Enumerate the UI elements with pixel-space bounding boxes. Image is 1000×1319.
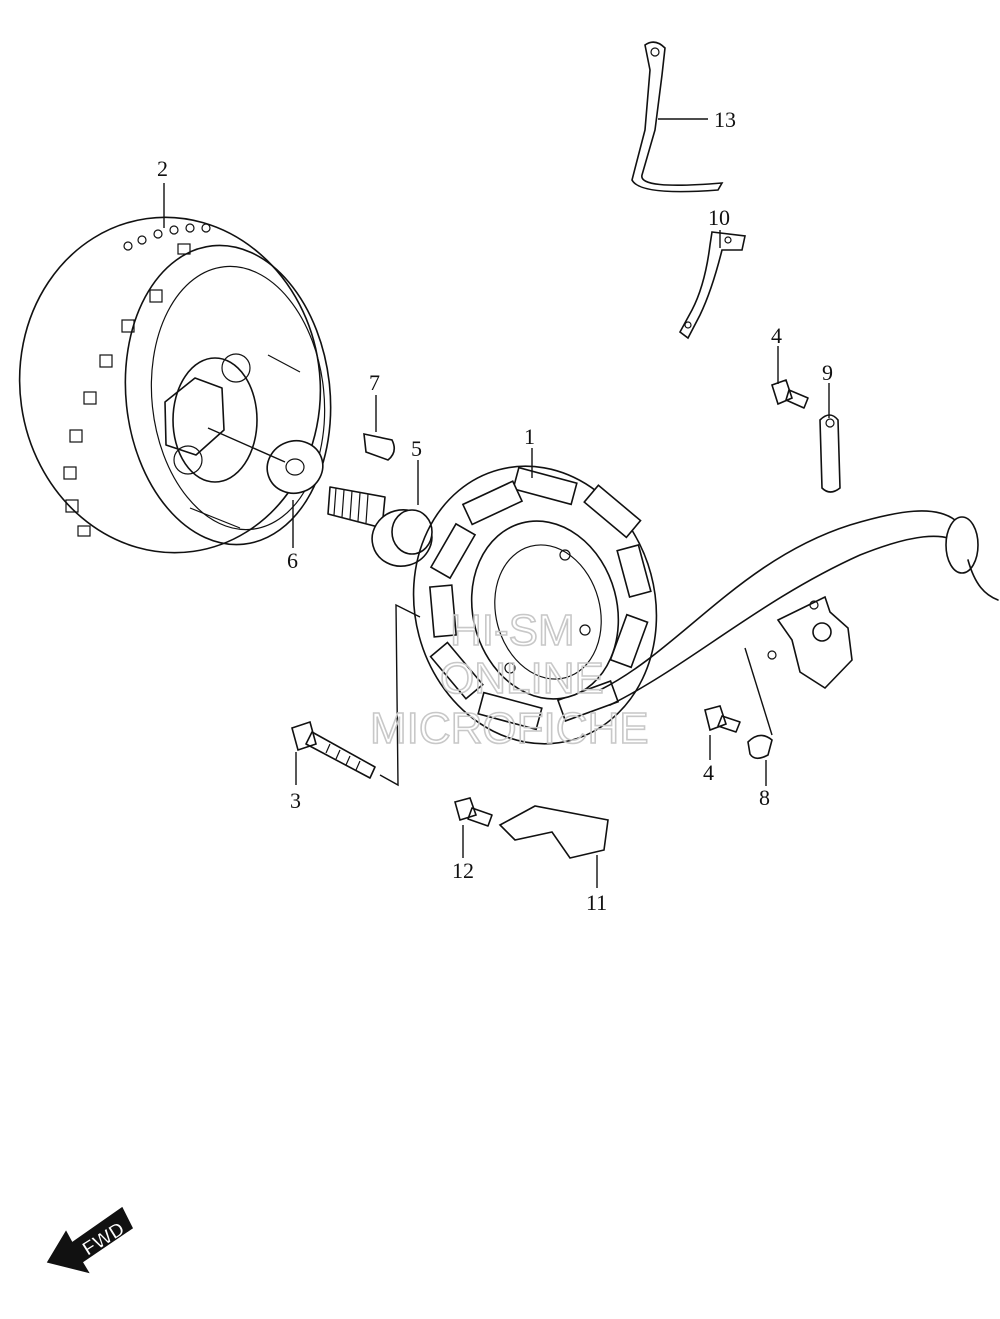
callout-5: 5 [411,436,422,461]
callout-4-upper: 4 [771,323,782,348]
watermark: HI-SM ONLINE MICROFICHE [369,605,649,754]
screw-lower [704,705,741,733]
watermark-line-3: MICROFICHE [370,704,649,753]
stator-assembly [412,465,999,745]
callout-13: 13 [714,107,736,132]
callout-8: 8 [759,785,770,810]
guide-plate [498,805,609,859]
watermark-line-2: ONLINE [440,654,604,703]
screw-plate [454,797,493,827]
callout-10: 10 [708,205,730,230]
callout-7: 7 [369,370,380,395]
callout-12: 12 [452,858,474,883]
callout-11: 11 [586,890,607,915]
rotor-bolt [327,486,433,567]
clip [747,734,773,760]
callout-2: 2 [157,156,168,181]
watermark-line-1: HI-SM [450,606,575,655]
stator-bolt [291,603,421,787]
callout-3: 3 [290,788,301,813]
washer [207,427,324,495]
callout-labels: 1 2 3 4 4 5 6 7 8 9 10 11 12 13 [157,107,833,915]
harness-clamp [819,414,841,493]
woodruff-key [363,432,396,461]
callout-6: 6 [287,548,298,573]
leader-lines [163,118,830,888]
callout-1: 1 [524,424,535,449]
fwd-arrow-icon: FWD [46,1206,134,1274]
wire-band [631,41,724,193]
callout-9: 9 [822,360,833,385]
screw-upper [771,378,809,409]
callout-4-lower: 4 [703,760,714,785]
clamp-bracket [678,231,746,340]
flywheel-rotor [18,216,332,554]
